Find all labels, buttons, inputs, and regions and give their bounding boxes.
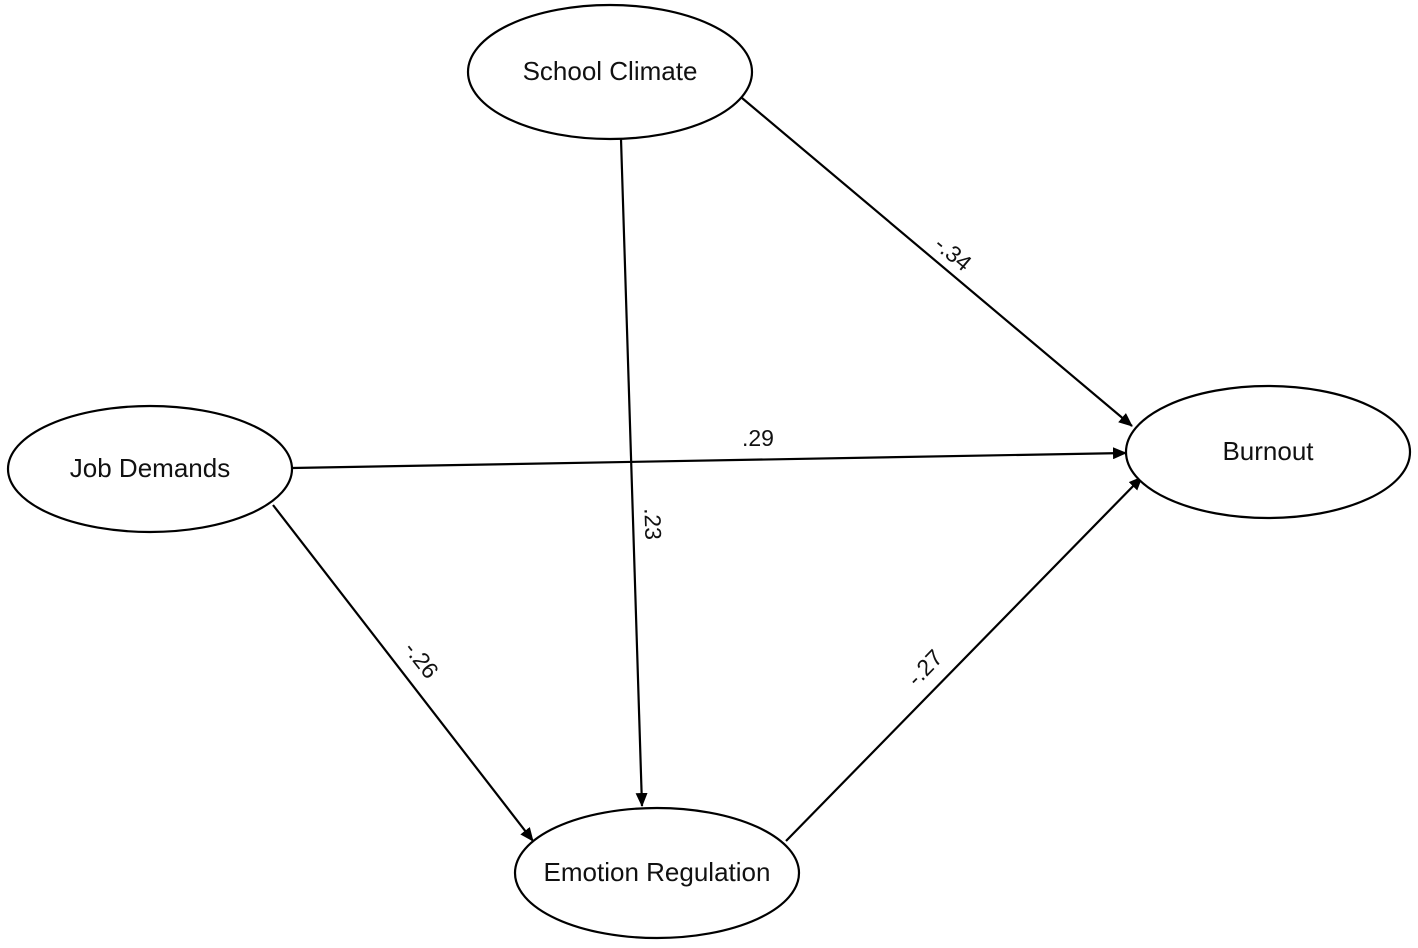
edge-job-demands-to-emotion-regulation: -.26	[272, 504, 534, 842]
arrow-demands-burnout	[291, 447, 1127, 470]
node-job-demands-label: Job Demands	[70, 453, 230, 483]
node-school-climate-label: School Climate	[523, 56, 698, 86]
edge-school-climate-to-burnout: -.34	[741, 97, 1133, 427]
arrow-climate-burnout	[741, 97, 1133, 427]
node-job-demands-ellipse	[6, 404, 294, 534]
node-school-climate: School Climate	[466, 3, 754, 141]
node-job-demands: Job Demands	[6, 404, 294, 534]
arrow-demands-emotion	[272, 504, 534, 842]
node-burnout-ellipse	[1124, 384, 1412, 520]
node-emotion-regulation-ellipse	[513, 806, 801, 940]
edge-school-climate-to-emotion-regulation: .23	[619, 138, 666, 807]
coef-climate-emotion-label: .23	[639, 507, 666, 540]
edge-job-demands-to-burnout: .29	[291, 425, 1127, 470]
node-school-climate-ellipse	[466, 3, 754, 141]
node-burnout-label: Burnout	[1222, 436, 1314, 466]
edge-emotion-regulation-to-burnout: -.27	[785, 476, 1143, 842]
arrow-climate-emotion	[619, 138, 648, 807]
node-burnout: Burnout	[1124, 384, 1412, 520]
arrow-emotion-burnout	[785, 476, 1143, 842]
coef-climate-burnout-label: -.34	[930, 231, 977, 277]
node-emotion-regulation-label: Emotion Regulation	[544, 857, 771, 887]
coef-demands-burnout-label: .29	[742, 425, 774, 451]
node-emotion-regulation: Emotion Regulation	[513, 806, 801, 940]
